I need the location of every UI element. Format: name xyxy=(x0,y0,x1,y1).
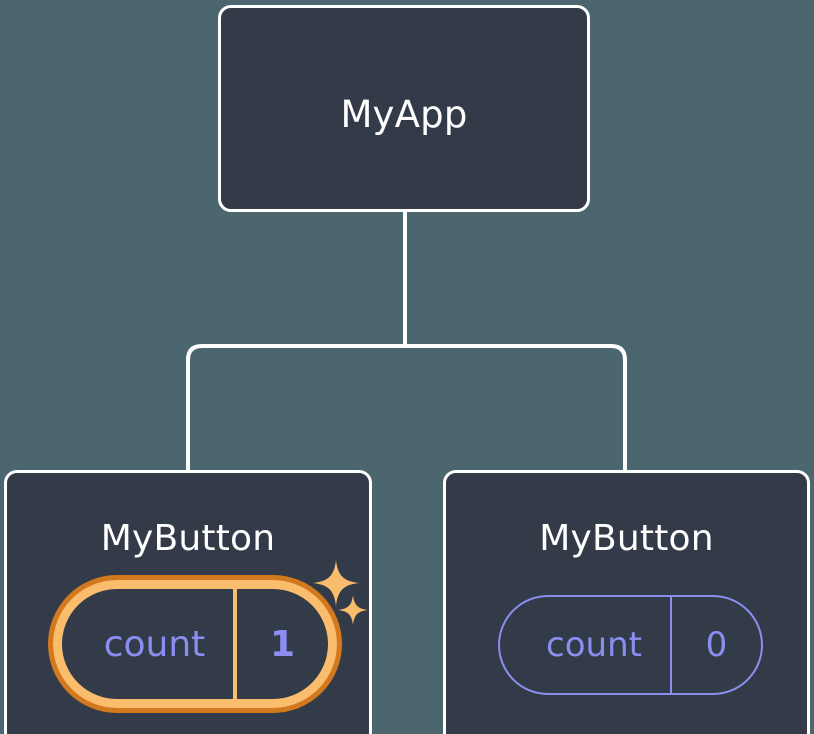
state-key-label: count xyxy=(62,589,237,699)
state-value-label: 0 xyxy=(705,625,728,665)
state-key-label: count xyxy=(500,597,672,693)
state-pill-inner: count 1 xyxy=(53,580,337,708)
state-pill-plain[interactable]: count 0 xyxy=(498,595,763,695)
node-myapp-label: MyApp xyxy=(340,93,468,136)
state-pill-highlighted[interactable]: count 1 xyxy=(48,575,342,713)
state-value-label: 1 xyxy=(269,623,296,665)
node-myapp[interactable]: MyApp xyxy=(218,5,590,212)
edge-branch-bar xyxy=(186,344,627,472)
node-mybutton-right[interactable]: MyButton count 0 xyxy=(443,470,810,734)
node-mybutton-left[interactable]: MyButton count 1 xyxy=(4,470,372,734)
node-mybutton-left-label: MyButton xyxy=(100,518,276,559)
node-mybutton-right-label: MyButton xyxy=(539,518,714,559)
